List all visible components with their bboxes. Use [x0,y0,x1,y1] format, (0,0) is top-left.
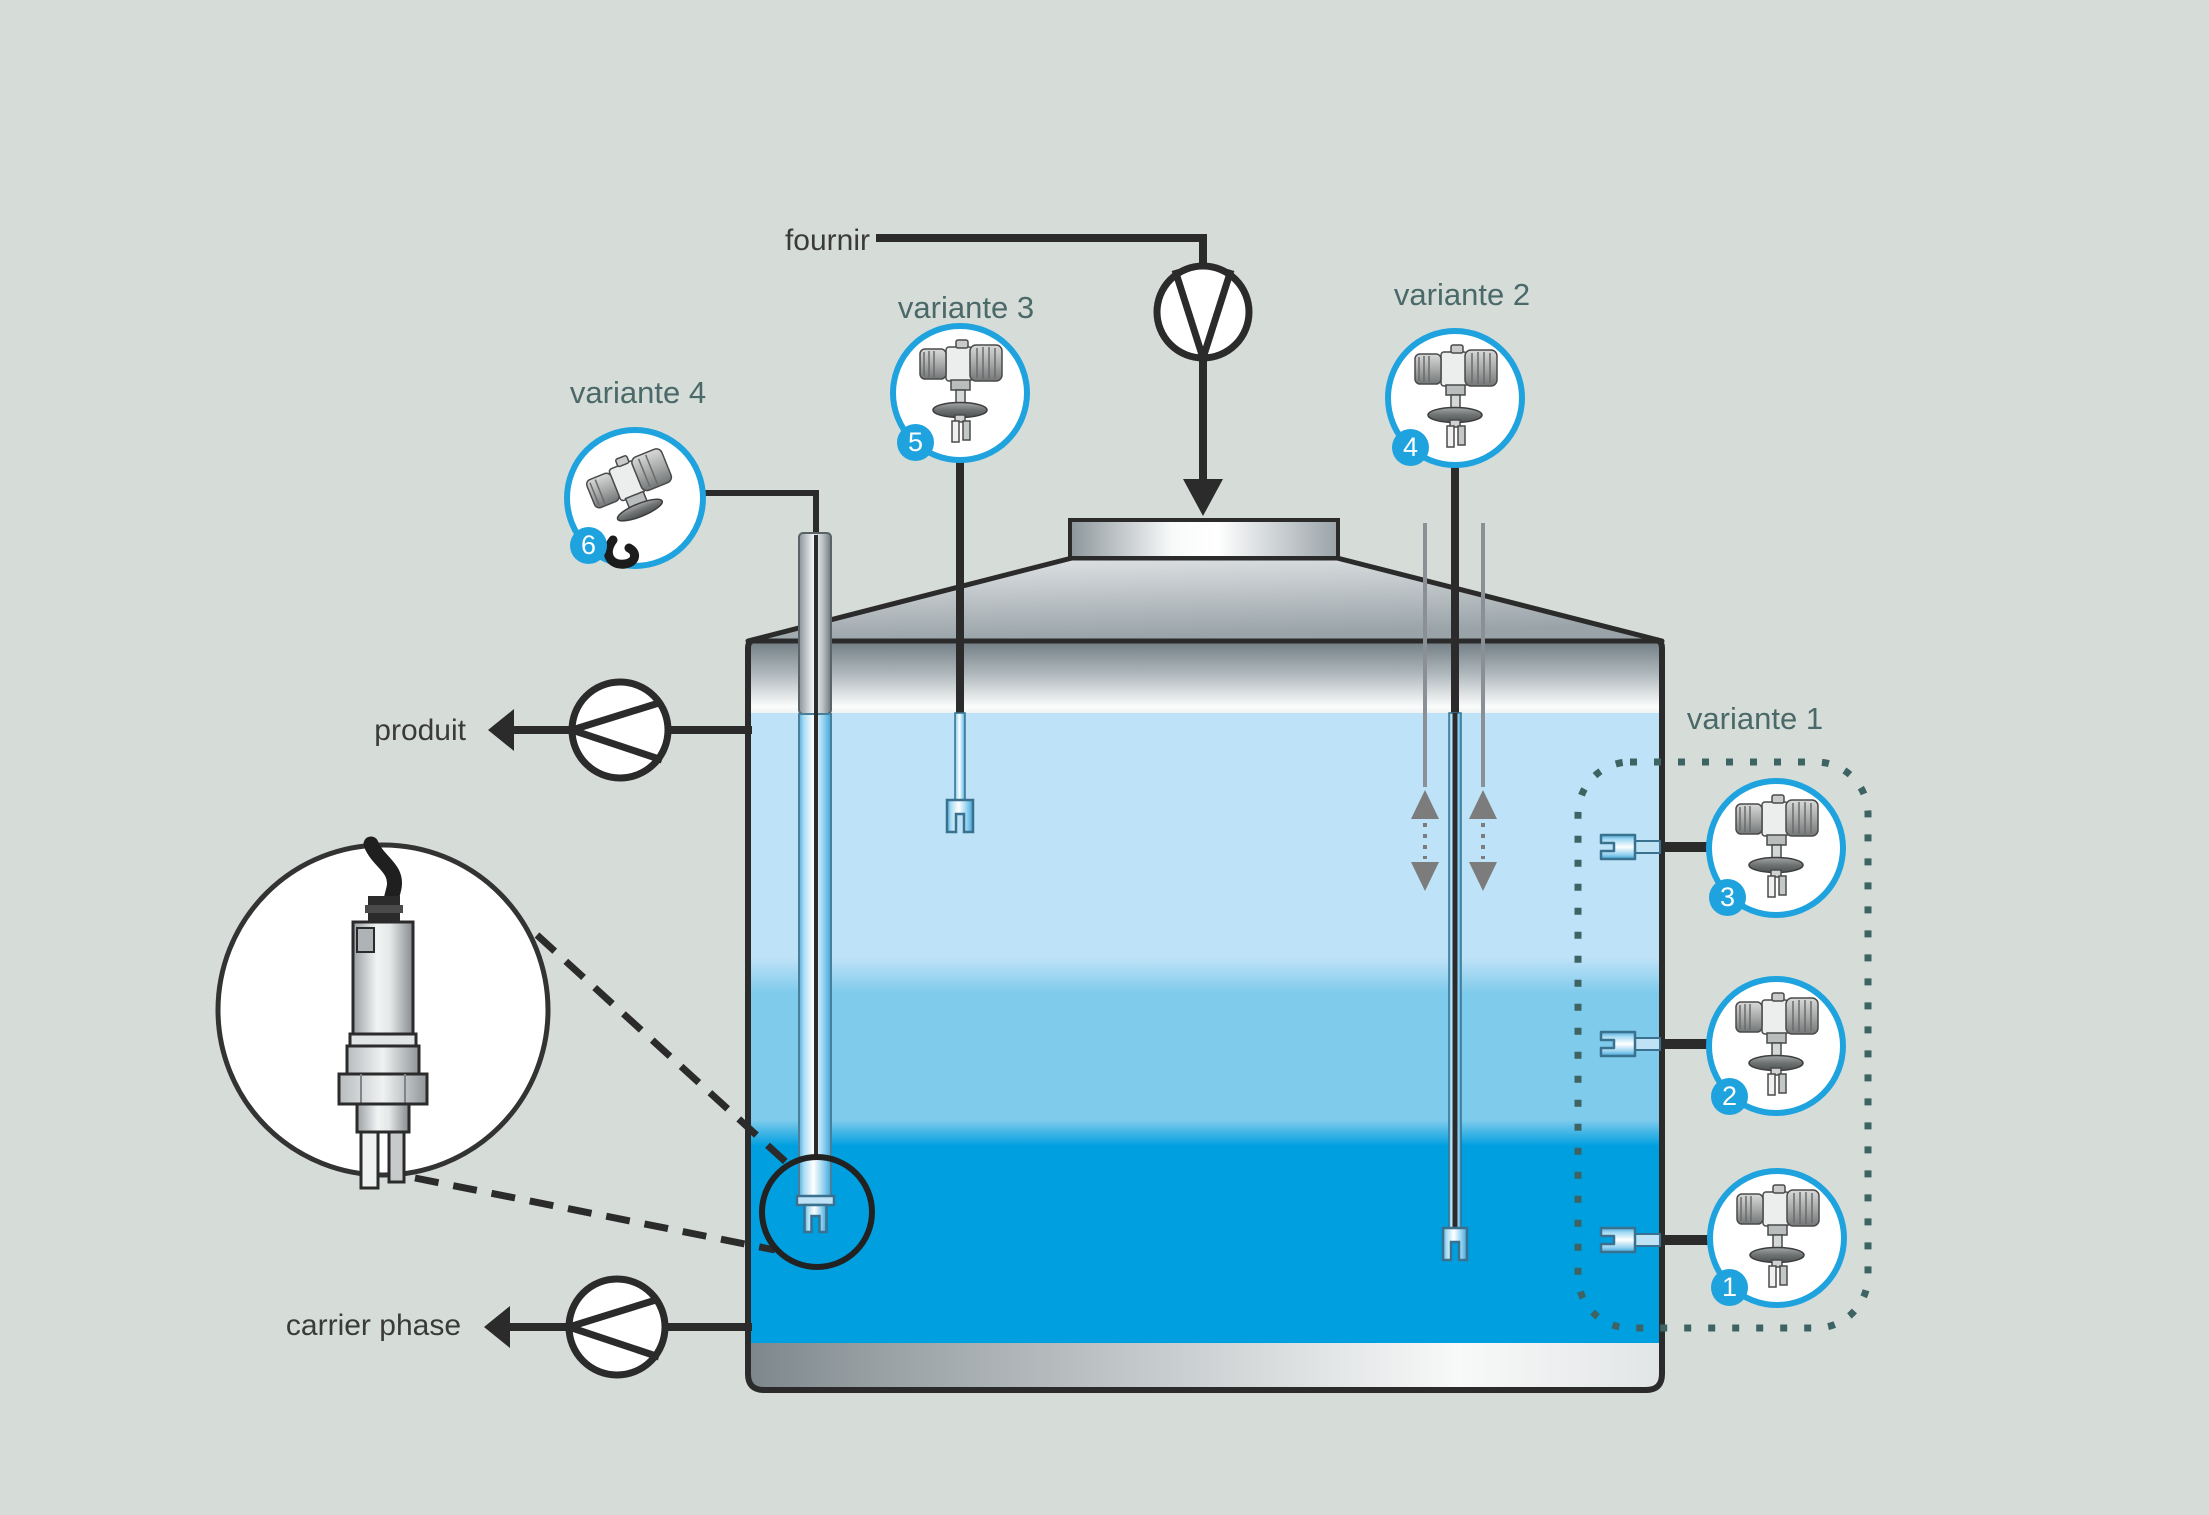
tank-rim-band [751,640,1659,714]
zoom-pointer-lines [414,932,790,1254]
product-valve-icon [568,678,672,782]
badge-2: 2 [1711,1078,1748,1115]
badge-1: 1 [1711,1269,1748,1306]
down-arrow-icon [1411,862,1439,891]
sensor-cable [363,836,402,908]
fork-probe-tip [1599,1226,1637,1254]
fork-probe-tip [803,1203,828,1234]
detail-circle [215,836,551,1190]
tank-top-nozzle [1068,518,1340,560]
carrier-valve-icon [565,1275,669,1379]
carrier-phase-label: carrier phase [285,1309,461,1342]
wall-fork-sensors [1599,833,1712,1254]
fork-probe-tip [1599,1030,1637,1058]
height-adjustment-indicators [1411,523,1497,891]
supply-pump-icon [1153,262,1253,362]
tank [745,518,1665,1393]
badge-6: 6 [570,527,607,564]
tank-bottom-band [751,1343,1659,1387]
badge-3: 3 [1709,879,1746,916]
sensor-circle-3 [1706,778,1846,918]
supply-line [876,234,1223,516]
product-label: produit [374,714,466,747]
probe-variant-2 [1441,460,1469,1262]
variant-3-label: variante 3 [897,290,1035,325]
fork-prong [359,1130,380,1190]
tank-liquid-layers [751,713,1659,1387]
fork-probe-tip [1599,833,1637,861]
fork-prong [387,1130,406,1184]
down-arrow-icon [1183,479,1223,516]
badge-4: 4 [1392,429,1429,466]
detail-sensor-illustration [337,836,429,1190]
product-outlet [488,678,752,782]
sensor-6-connector [703,490,819,535]
supply-label: fournir [784,224,870,257]
down-arrow-icon [1469,862,1497,891]
tank-roof [745,555,1665,644]
fork-probe-tip [945,798,975,834]
variant-1-label: variante 1 [1686,701,1824,736]
up-arrow-icon [1469,790,1497,819]
badge-5: 5 [897,424,934,461]
sensor-circle-4 [1385,328,1525,468]
carrier-outlet [484,1275,752,1379]
sensor-circle-6 [564,427,706,569]
left-arrow-icon [488,709,514,751]
up-arrow-icon [1411,790,1439,819]
variant-2-label: variante 2 [1393,277,1531,312]
sensor-cable [603,535,639,569]
fork-probe-tip [1441,1226,1469,1262]
probe-variant-3 [945,455,975,834]
standpipe-variant-4 [703,490,836,1234]
variant-4-label: variante 4 [569,375,707,410]
sensor-circle-1 [1707,1168,1847,1308]
sensor-circle-5 [890,323,1030,463]
sensor-circle-2 [1706,976,1846,1116]
left-arrow-icon [484,1306,510,1348]
zoom-highlight-circle [759,1154,875,1270]
